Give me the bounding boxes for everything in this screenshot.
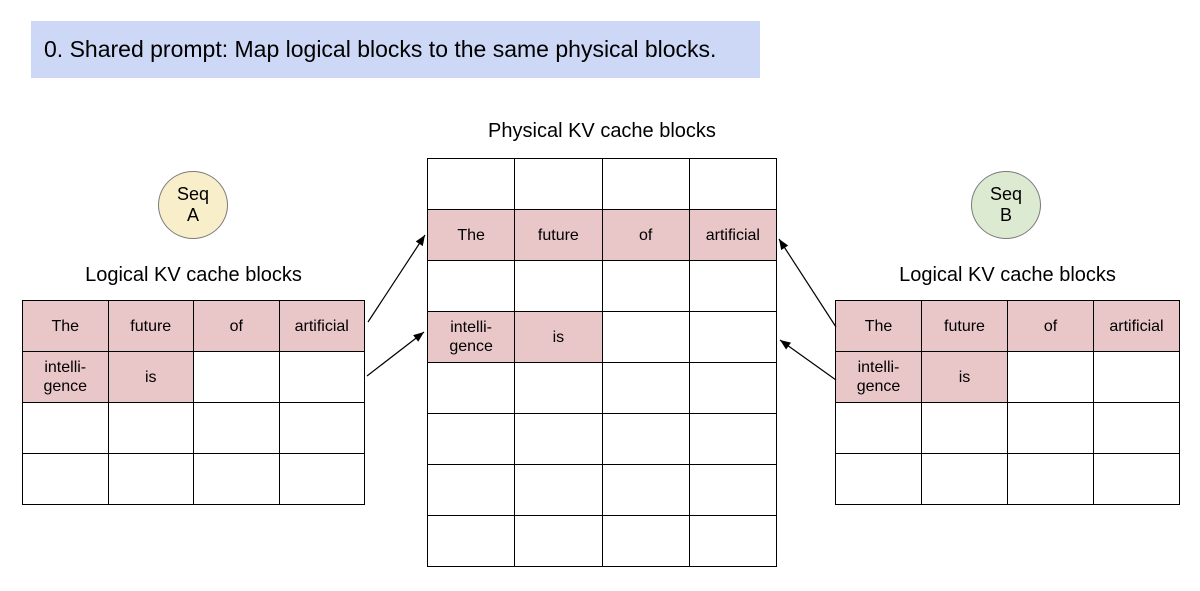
kv-cell bbox=[107, 453, 194, 505]
kv-cell bbox=[22, 453, 109, 505]
kv-cell: of bbox=[1007, 300, 1094, 352]
kv-cell: is bbox=[514, 311, 603, 363]
kv-cell bbox=[601, 158, 690, 210]
kv-cell bbox=[688, 311, 778, 363]
seq-a-label-line1: Seq bbox=[176, 184, 210, 204]
kv-cell bbox=[426, 413, 516, 465]
kv-cell bbox=[1093, 402, 1180, 454]
kv-cell bbox=[688, 413, 778, 465]
seq-b-logical-heading: Logical KV cache blocks bbox=[899, 264, 1116, 286]
kv-cell bbox=[514, 464, 603, 516]
kv-cell: intelli- gence bbox=[835, 351, 922, 403]
kv-cell bbox=[426, 158, 516, 210]
kv-cell bbox=[514, 362, 603, 414]
kv-cell bbox=[1007, 402, 1094, 454]
kv-cell bbox=[601, 413, 690, 465]
seq-a-badge: Seq A bbox=[158, 171, 228, 239]
kv-cell bbox=[1093, 351, 1180, 403]
seq-a-label-line2: A bbox=[186, 205, 199, 225]
kv-cell: artificial bbox=[1093, 300, 1180, 352]
kv-cell bbox=[426, 515, 516, 567]
kv-cell bbox=[688, 362, 778, 414]
kv-cell bbox=[601, 260, 690, 312]
kv-cell bbox=[514, 413, 603, 465]
physical-blocks-heading: Physical KV cache blocks bbox=[488, 120, 716, 142]
kv-cell: intelli- gence bbox=[22, 351, 109, 403]
kv-cell bbox=[278, 351, 365, 403]
kv-cell: The bbox=[22, 300, 109, 352]
kv-cell: The bbox=[426, 209, 516, 261]
kv-cell bbox=[1007, 351, 1094, 403]
kv-cell bbox=[426, 260, 516, 312]
kv-cell: future bbox=[921, 300, 1008, 352]
seq-b-badge: Seq B bbox=[971, 171, 1041, 239]
kv-cell bbox=[1007, 453, 1094, 505]
kv-cell bbox=[688, 260, 778, 312]
seq-b-label-line2: B bbox=[999, 205, 1012, 225]
kv-cell bbox=[278, 402, 365, 454]
kv-cell bbox=[601, 362, 690, 414]
kv-cell: of bbox=[601, 209, 690, 261]
kv-cell bbox=[601, 464, 690, 516]
kv-cell bbox=[688, 515, 778, 567]
kv-cell bbox=[107, 402, 194, 454]
kv-cell bbox=[193, 351, 280, 403]
kv-cell bbox=[514, 515, 603, 567]
kv-cell: future bbox=[514, 209, 603, 261]
kv-cell: is bbox=[921, 351, 1008, 403]
seq-a-logical-heading: Logical KV cache blocks bbox=[85, 264, 302, 286]
kv-cell bbox=[514, 260, 603, 312]
arrow-seq-a-block0 bbox=[367, 234, 426, 323]
arrow-seq-a-block1 bbox=[366, 331, 425, 377]
kv-cell: The bbox=[835, 300, 922, 352]
kv-cell bbox=[921, 402, 1008, 454]
kv-cell bbox=[835, 453, 922, 505]
kv-cell: intelli- gence bbox=[426, 311, 516, 363]
kv-cell bbox=[1093, 453, 1180, 505]
kv-cell bbox=[22, 402, 109, 454]
kv-cell bbox=[514, 158, 603, 210]
kv-cell bbox=[426, 362, 516, 414]
arrow-seq-b-block0 bbox=[778, 238, 837, 328]
kv-cell: of bbox=[193, 300, 280, 352]
kv-cell bbox=[601, 311, 690, 363]
kv-cell: artificial bbox=[688, 209, 778, 261]
kv-cell bbox=[601, 515, 690, 567]
kv-cell: is bbox=[107, 351, 194, 403]
title-text: 0. Shared prompt: Map logical blocks to … bbox=[44, 36, 717, 62]
title-banner: 0. Shared prompt: Map logical blocks to … bbox=[31, 21, 760, 78]
kv-cell bbox=[688, 464, 778, 516]
kv-cell: artificial bbox=[278, 300, 365, 352]
kv-cell bbox=[193, 453, 280, 505]
kv-cell: future bbox=[107, 300, 194, 352]
kv-cell bbox=[426, 464, 516, 516]
kv-cell bbox=[835, 402, 922, 454]
arrow-seq-b-block1 bbox=[779, 339, 837, 381]
seq-b-label-line1: Seq bbox=[989, 184, 1023, 204]
kv-cell bbox=[921, 453, 1008, 505]
kv-cell bbox=[688, 158, 778, 210]
kv-cell bbox=[193, 402, 280, 454]
kv-cell bbox=[278, 453, 365, 505]
